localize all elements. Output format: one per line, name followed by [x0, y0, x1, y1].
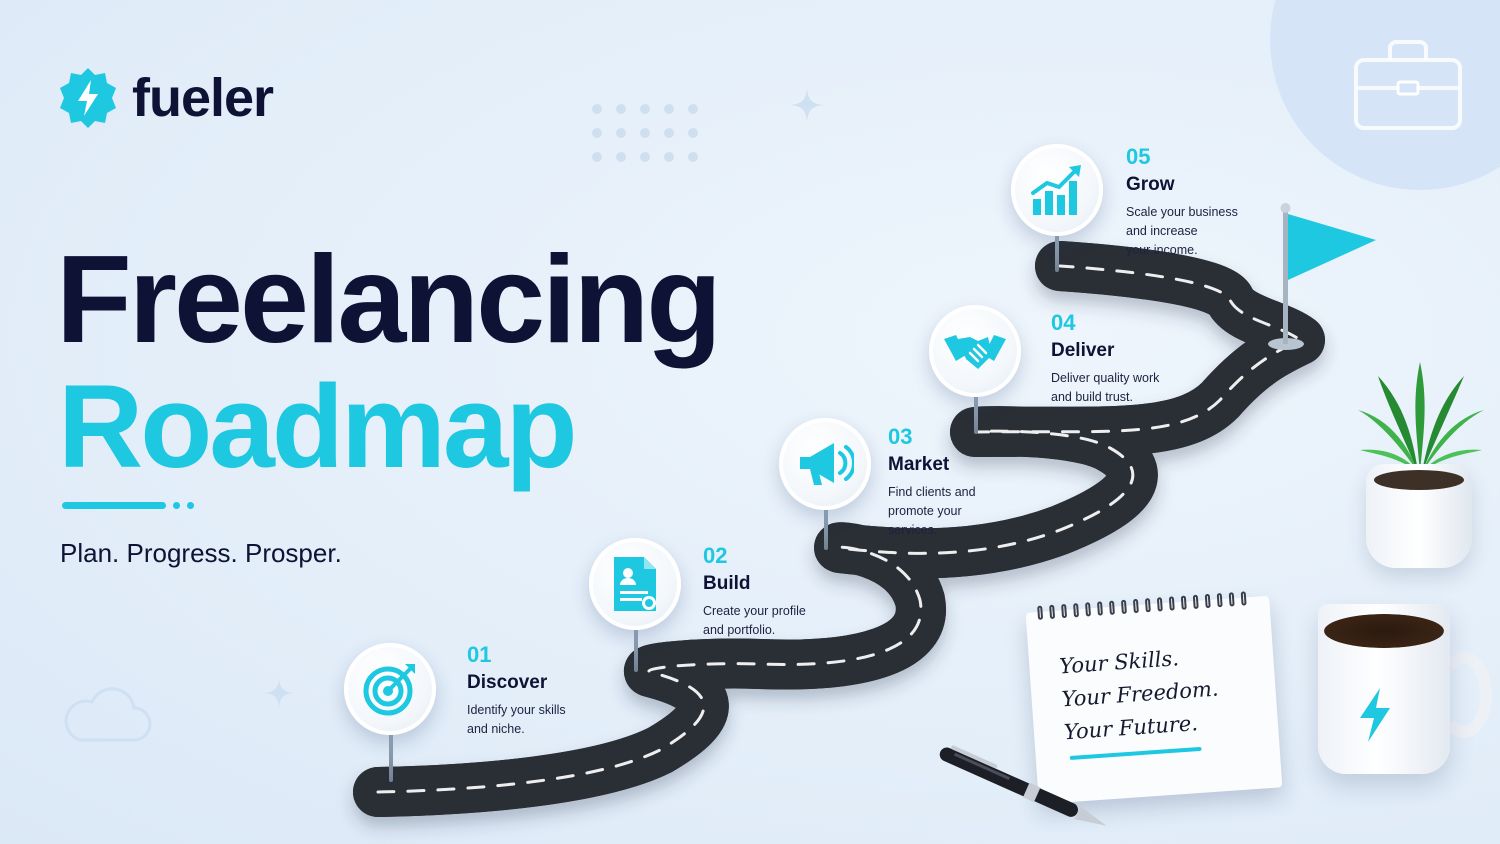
- step-1-title: Discover: [467, 672, 548, 693]
- handshake-icon: [944, 335, 1006, 369]
- plant-pot: [1366, 464, 1472, 568]
- briefcase-icon: [1354, 40, 1462, 130]
- step-1-pin[interactable]: [344, 643, 436, 735]
- step-1-pin-pole: [389, 732, 393, 782]
- step-5-pin-pole: [1055, 232, 1059, 272]
- hero-title-line2: Roadmap: [58, 361, 578, 493]
- sparkle-icon: [790, 88, 824, 122]
- megaphone-icon: [800, 443, 854, 485]
- step-5-pin[interactable]: [1011, 144, 1103, 236]
- pen-icon: [939, 745, 1107, 826]
- step-3-pin-pole: [824, 506, 828, 550]
- brand-logo[interactable]: fueler: [56, 66, 274, 130]
- tagline: Plan. Progress. Prosper.: [60, 538, 342, 568]
- step-4-number: 04: [1051, 310, 1076, 335]
- title-underline: [62, 502, 194, 509]
- step-2-pin[interactable]: [589, 538, 681, 630]
- brand-name: fueler: [132, 68, 274, 128]
- step-4-pin[interactable]: [929, 305, 1021, 397]
- step-4-pin-pole: [974, 394, 978, 434]
- growth-chart-icon: [1031, 165, 1081, 215]
- step-3-number: 03: [888, 424, 913, 449]
- step-1-number: 01: [467, 642, 492, 667]
- step-4-title: Deliver: [1051, 340, 1115, 361]
- step-3-title: Market: [888, 454, 950, 475]
- sparkle-icon: [264, 678, 294, 708]
- profile-document-icon: [614, 557, 656, 611]
- step-5-number: 05: [1126, 144, 1151, 169]
- lightning-badge-icon: [60, 68, 116, 128]
- target-icon: [363, 664, 415, 716]
- step-5-title: Grow: [1126, 174, 1175, 195]
- lightning-icon: [1360, 688, 1390, 742]
- step-2-title: Build: [703, 573, 751, 594]
- succulent-plant-icon: [1358, 362, 1484, 472]
- cloud-icon: [64, 687, 152, 742]
- decor-dot-grid: [592, 104, 698, 162]
- coffee-mug: [1318, 604, 1450, 774]
- step-3-pin[interactable]: [779, 418, 871, 510]
- step-2-number: 02: [703, 543, 728, 568]
- finish-flag-icon: [1268, 203, 1376, 350]
- hero-title-line1: Freelancing: [56, 231, 722, 369]
- step-2-pin-pole: [634, 626, 638, 672]
